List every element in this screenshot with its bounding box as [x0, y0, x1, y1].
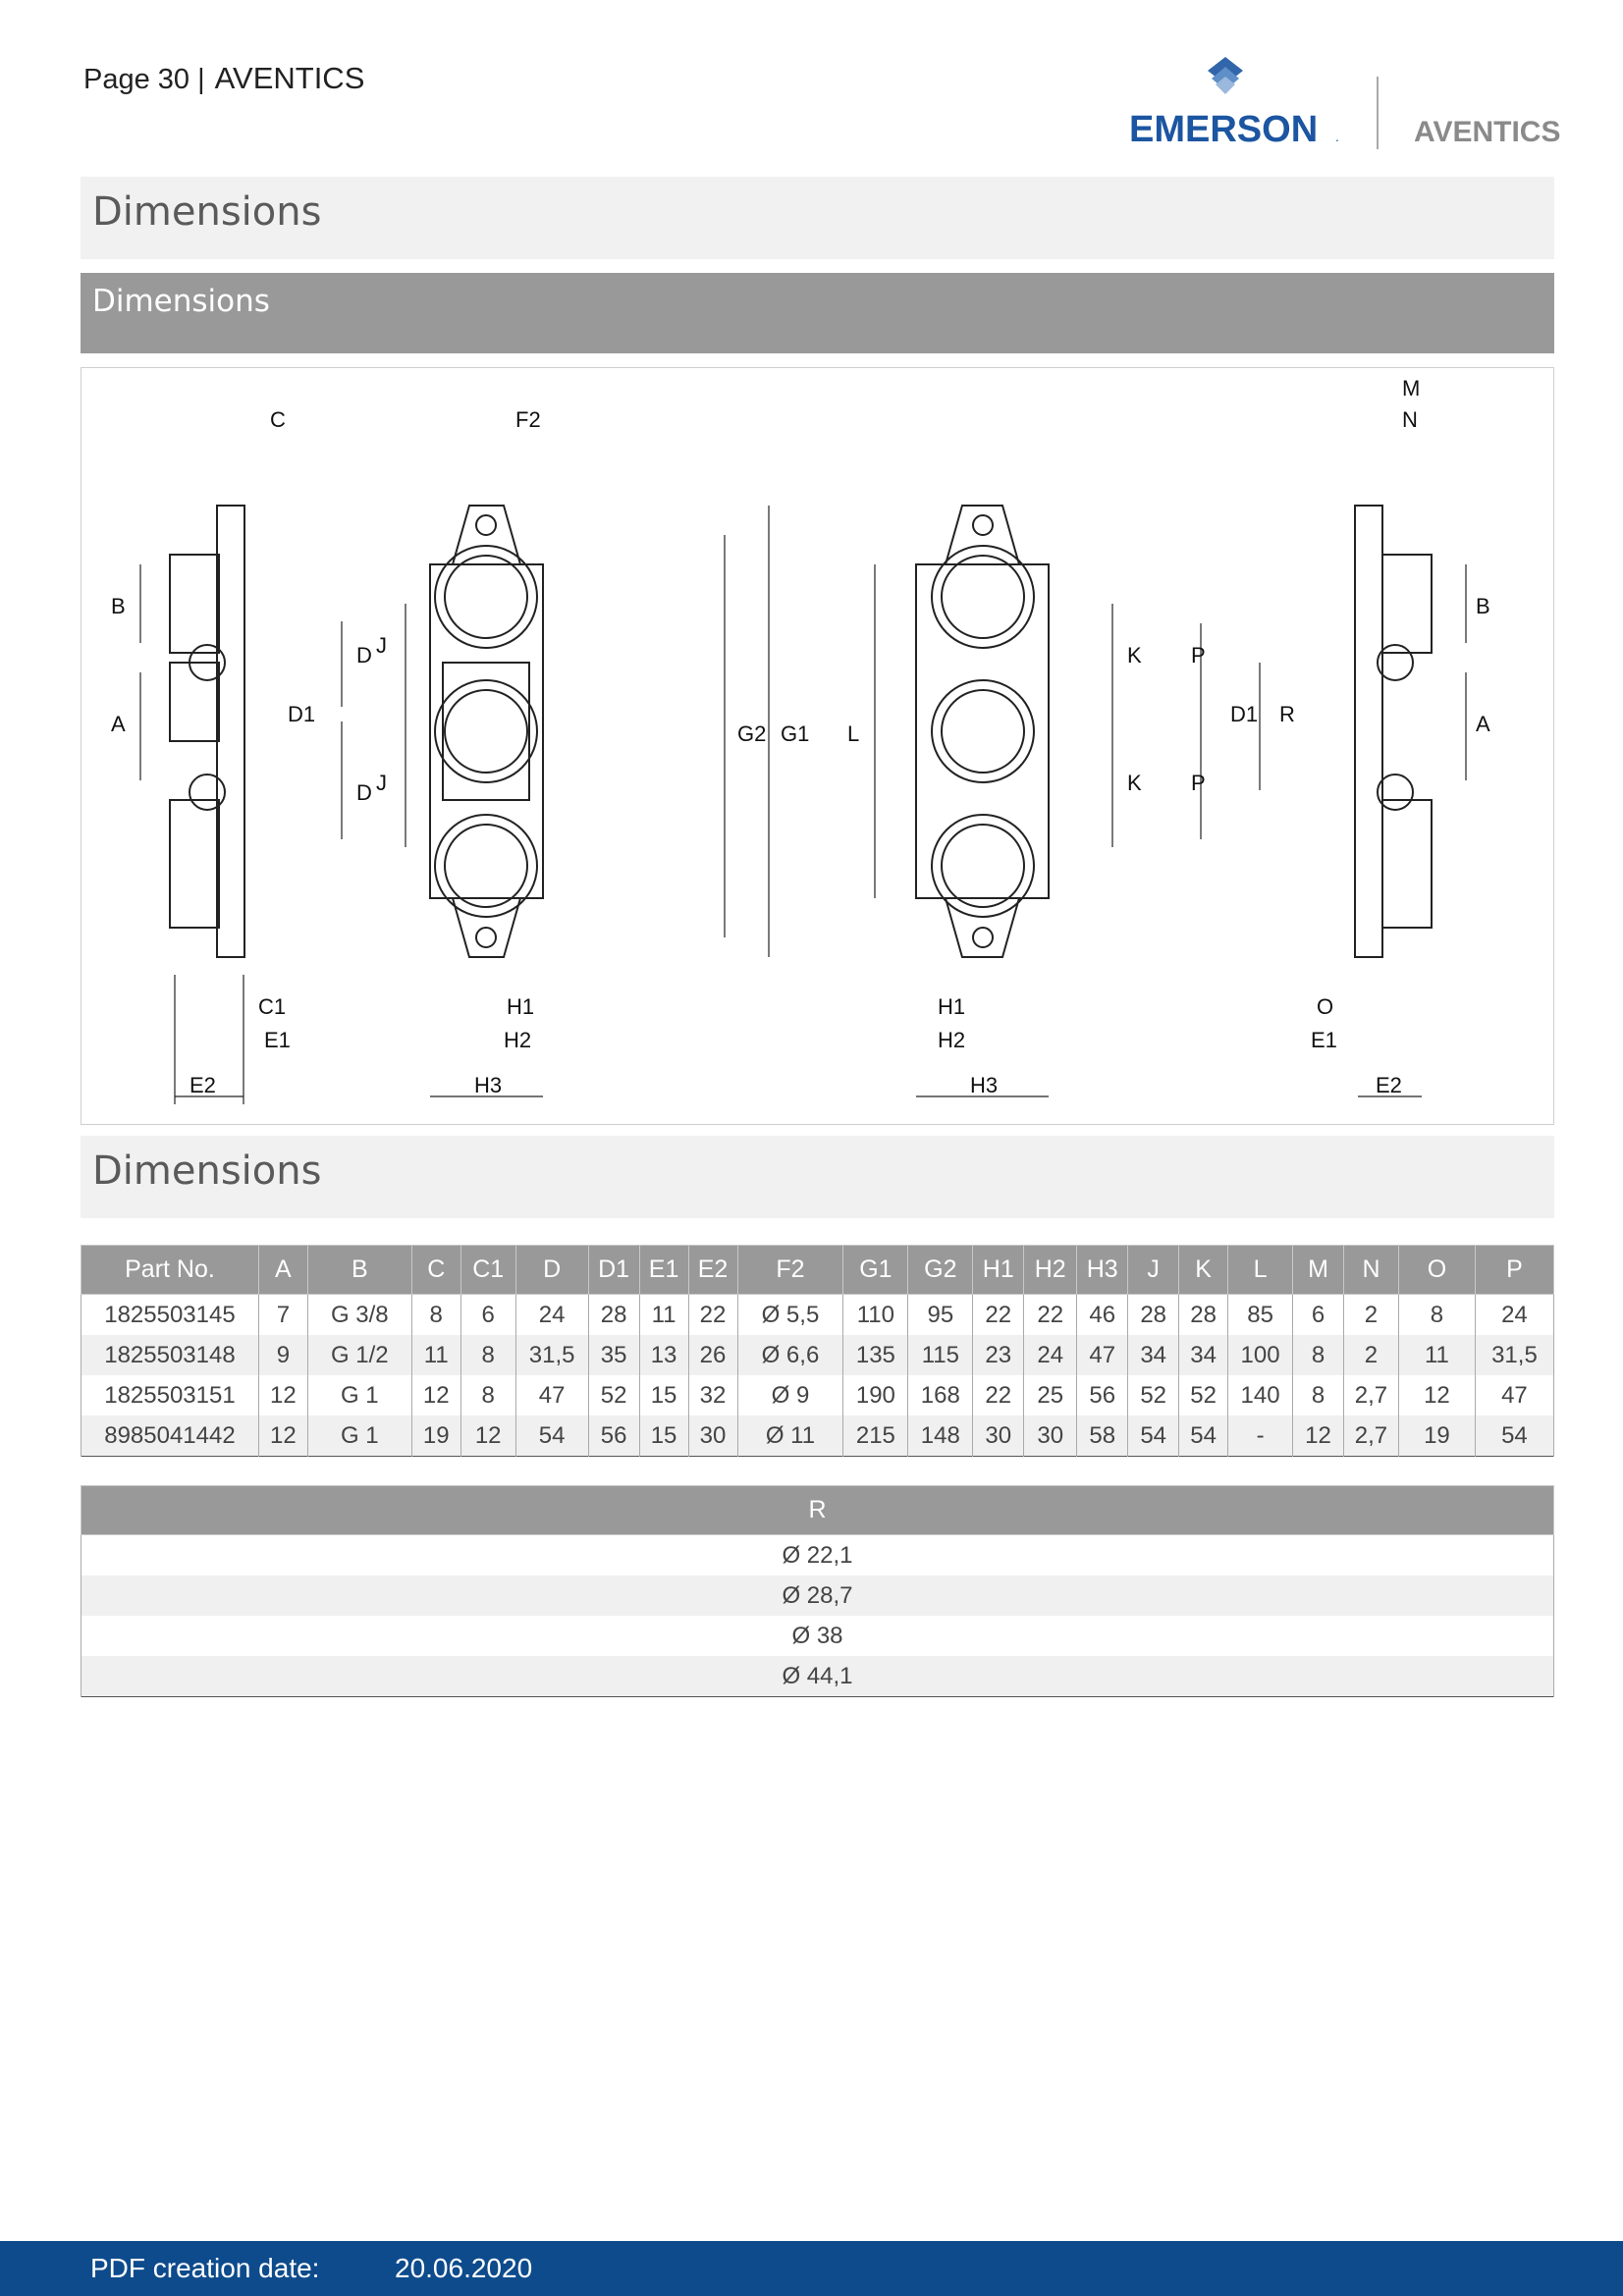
svg-text:B: B — [1476, 594, 1490, 618]
svg-text:A: A — [111, 712, 126, 736]
svg-text:G1: G1 — [781, 721, 809, 746]
section-title-dimensions: Dimensions — [81, 177, 1554, 259]
dimensions-header-row: Part No. A B C C1 D D1 E1 E2 F2 G1 G2 H1… — [81, 1245, 1555, 1295]
svg-text:E2: E2 — [189, 1073, 216, 1097]
svg-text:J: J — [376, 633, 387, 658]
emerson-aventics-logo: EMERSON . AVENTICS — [1129, 57, 1560, 150]
col-header: F2 — [736, 1245, 844, 1295]
dimensions-table: Part No. A B C C1 D D1 E1 E2 F2 G1 G2 H1… — [81, 1245, 1555, 1457]
section-subtitle-bar: Dimensions — [81, 273, 1554, 353]
dimension-drawing: C B A D D1 D C1 E1 E2 F2 J J G2 G1 H1 H2… — [81, 367, 1554, 1125]
col-header: H3 — [1076, 1245, 1129, 1295]
svg-text:H3: H3 — [474, 1073, 502, 1097]
col-header: Part No. — [81, 1245, 259, 1295]
svg-text:H2: H2 — [504, 1028, 531, 1052]
table-row: Ø 22,1 — [81, 1534, 1554, 1575]
svg-text:H1: H1 — [938, 994, 965, 1019]
col-header: M — [1292, 1245, 1344, 1295]
svg-text:K: K — [1127, 643, 1142, 667]
table-row: 1825503148 9 G 1/2 11 8 31,5 35 13 26 Ø … — [81, 1335, 1555, 1375]
svg-text:G2: G2 — [737, 721, 766, 746]
svg-text:C1: C1 — [258, 994, 286, 1019]
table-row: Ø 38 — [81, 1616, 1554, 1656]
svg-text:K: K — [1127, 771, 1142, 795]
col-header: P — [1474, 1245, 1555, 1295]
col-header: O — [1397, 1245, 1476, 1295]
col-header-r: R — [81, 1485, 1554, 1535]
col-header: H1 — [972, 1245, 1025, 1295]
svg-text:L: L — [847, 721, 859, 746]
table-row: Ø 44,1 — [81, 1656, 1554, 1697]
svg-text:D1: D1 — [1230, 702, 1258, 726]
col-header: J — [1127, 1245, 1180, 1295]
footer-date: 20.06.2020 — [395, 2253, 533, 2283]
svg-text:H2: H2 — [938, 1028, 965, 1052]
footer-bar: PDF creation date: 20.06.2020 — [0, 2241, 1623, 2296]
svg-text:E1: E1 — [264, 1028, 291, 1052]
header-brand: AVENTICS — [214, 61, 365, 95]
aventics-wordmark: AVENTICS — [1414, 116, 1560, 148]
svg-text:E2: E2 — [1376, 1073, 1402, 1097]
svg-text:E1: E1 — [1311, 1028, 1337, 1052]
svg-text:N: N — [1402, 407, 1418, 432]
col-header: D — [514, 1245, 589, 1295]
section-title-dimensions-table: Dimensions — [81, 1136, 1554, 1218]
r-table: R Ø 22,1 Ø 28,7 Ø 38 Ø 44,1 — [81, 1485, 1554, 1697]
table-row: Ø 28,7 — [81, 1575, 1554, 1616]
table-row: 1825503151 12 G 1 12 8 47 52 15 32 Ø 9 1… — [81, 1375, 1555, 1415]
svg-text:D1: D1 — [288, 702, 315, 726]
col-header: H2 — [1023, 1245, 1078, 1295]
col-header: K — [1178, 1245, 1229, 1295]
table-row: 1825503145 7 G 3/8 8 6 24 28 11 22 Ø 5,5… — [81, 1294, 1555, 1335]
svg-text:F2: F2 — [515, 407, 541, 432]
svg-text:O: O — [1317, 994, 1333, 1019]
table-row: 8985041442 12 G 1 19 12 54 56 15 30 Ø 11… — [81, 1415, 1555, 1457]
svg-text:P: P — [1191, 771, 1206, 795]
col-header: L — [1227, 1245, 1294, 1295]
col-header: B — [306, 1245, 412, 1295]
col-header: A — [257, 1245, 308, 1295]
col-header: C1 — [460, 1245, 516, 1295]
svg-text:M: M — [1402, 376, 1420, 400]
svg-text:A: A — [1476, 712, 1490, 736]
svg-text:B: B — [111, 594, 126, 618]
svg-text:H3: H3 — [970, 1073, 998, 1097]
emerson-wordmark: EMERSON — [1129, 109, 1318, 150]
col-header: D1 — [587, 1245, 640, 1295]
page-header: Page 30 | AVENTICS — [83, 61, 364, 96]
col-header: G1 — [842, 1245, 909, 1295]
emerson-diamond-icon — [1208, 57, 1243, 94]
svg-text:H1: H1 — [507, 994, 534, 1019]
svg-text:D: D — [356, 780, 372, 805]
svg-text:.: . — [1335, 129, 1339, 144]
col-header: C — [410, 1245, 461, 1295]
footer-label: PDF creation date: — [90, 2253, 320, 2283]
svg-text:P: P — [1191, 643, 1206, 667]
page-number: Page 30 | — [83, 64, 205, 95]
col-header: N — [1343, 1245, 1399, 1295]
svg-text:C: C — [270, 407, 286, 432]
r-header-row: R — [81, 1485, 1554, 1535]
svg-text:D: D — [356, 643, 372, 667]
svg-text:R: R — [1279, 702, 1295, 726]
col-header: E1 — [638, 1245, 689, 1295]
col-header: E2 — [687, 1245, 738, 1295]
col-header: G2 — [907, 1245, 974, 1295]
technical-drawing: C B A D D1 D C1 E1 E2 F2 J J G2 G1 H1 H2… — [111, 376, 1490, 1104]
svg-text:J: J — [376, 771, 387, 795]
